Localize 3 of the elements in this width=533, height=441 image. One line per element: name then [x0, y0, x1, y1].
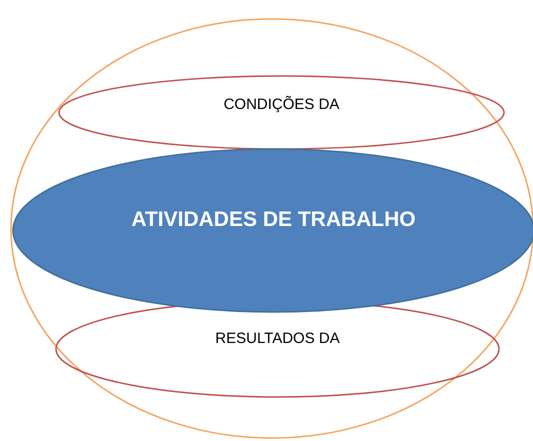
- oval-label: RESULTADOS DA: [214, 330, 341, 347]
- oval-label: ATIVIDADES DE TRABALHO: [130, 208, 417, 232]
- oval-label: CONDIÇÕES DA: [222, 96, 340, 113]
